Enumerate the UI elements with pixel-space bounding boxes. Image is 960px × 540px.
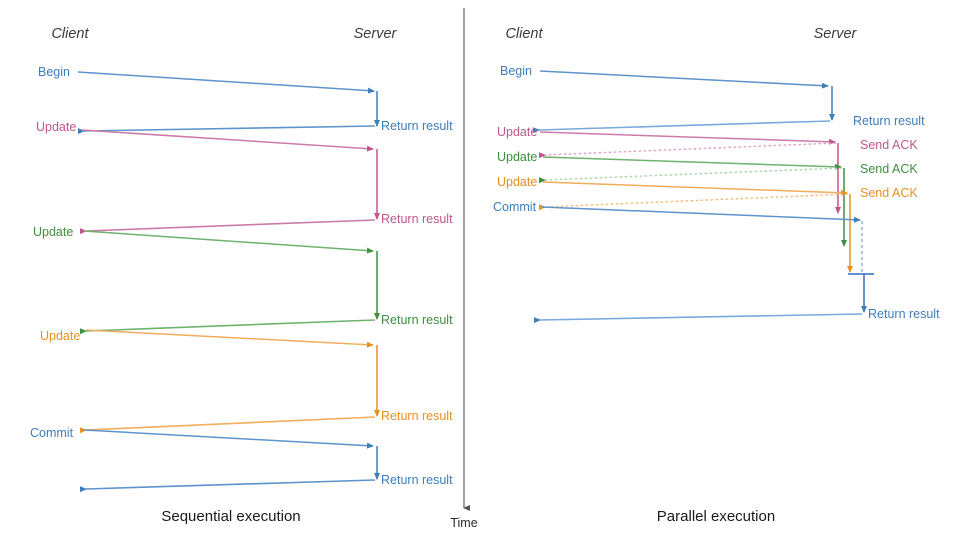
sequential-label-return-5: Return result: [381, 473, 453, 487]
parallel-label-commit: Commit: [493, 200, 537, 214]
sequential-server-actor-label: Server: [354, 26, 398, 42]
panel-parallel: Client Server Begin Return result Update: [493, 26, 940, 525]
parallel-label-update-3: Update: [497, 175, 537, 189]
sequential-message-commit: Commit: [30, 426, 374, 449]
sequential-message-begin: Begin: [38, 65, 375, 94]
parallel-label-ack-2: Send ACK: [860, 162, 918, 176]
parallel-message-update-2: Update: [497, 150, 842, 170]
sequential-label-return-2: Return result: [381, 212, 453, 226]
sequential-message-update-1: Update: [36, 120, 374, 152]
sequential-message-return-1: Return result: [77, 119, 453, 135]
time-axis-label: Time: [450, 516, 477, 530]
parallel-message-ack-1: Send ACK: [538, 138, 918, 159]
parallel-label-update-1: Update: [497, 125, 537, 139]
sequential-message-return-2: Return result: [79, 212, 453, 235]
sequential-label-return-3: Return result: [381, 313, 453, 327]
parallel-label-return-1: Return result: [853, 114, 925, 128]
parallel-message-begin: Begin: [500, 64, 829, 89]
parallel-client-actor-label: Client: [505, 26, 543, 42]
sequential-message-return-3: Return result: [79, 313, 453, 335]
sequential-message-update-3: Update: [40, 329, 374, 348]
sequential-caption: Sequential execution: [161, 508, 300, 525]
sequential-label-return-1: Return result: [381, 119, 453, 133]
panel-sequential: Client Server Begin Return result Update: [30, 26, 453, 525]
sequential-label-return-4: Return result: [381, 409, 453, 423]
sequential-label-begin: Begin: [38, 65, 70, 79]
parallel-message-ack-3: Send ACK: [538, 186, 918, 211]
sequential-message-update-2: Update: [33, 225, 374, 254]
sequential-label-update-2: Update: [33, 225, 73, 239]
parallel-caption: Parallel execution: [657, 508, 775, 525]
sequential-message-return-4: Return result: [79, 409, 453, 434]
parallel-label-ack-1: Send ACK: [860, 138, 918, 152]
parallel-server-actor-label: Server: [814, 26, 858, 42]
time-axis: Time: [450, 8, 478, 530]
sequential-label-update-3: Update: [40, 329, 80, 343]
parallel-label-begin: Begin: [500, 64, 532, 78]
sequential-message-return-5: Return result: [79, 473, 453, 493]
sequential-client-actor-label: Client: [51, 26, 89, 42]
parallel-message-return-1: Return result: [532, 114, 925, 134]
parallel-label-return-2: Return result: [868, 307, 940, 321]
parallel-message-update-1: Update: [497, 125, 836, 145]
parallel-message-commit: Commit: [493, 200, 861, 223]
sequential-label-update-1: Update: [36, 120, 76, 134]
parallel-message-ack-2: Send ACK: [538, 162, 918, 184]
sequential-label-commit: Commit: [30, 426, 74, 440]
parallel-label-ack-3: Send ACK: [860, 186, 918, 200]
parallel-label-update-2: Update: [497, 150, 537, 164]
parallel-message-return-2: Return result: [533, 307, 940, 324]
parallel-message-update-3: Update: [497, 175, 848, 196]
